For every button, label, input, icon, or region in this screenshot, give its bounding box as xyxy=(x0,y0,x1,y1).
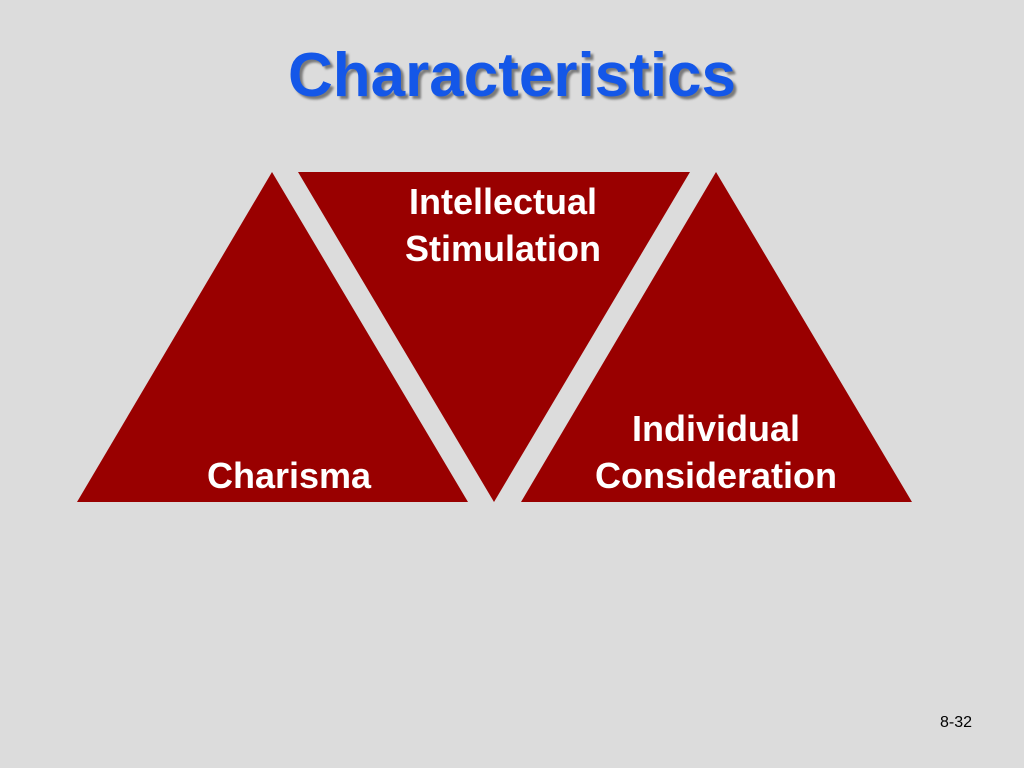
intellectual-stimulation-triangle xyxy=(298,172,690,502)
individual-consideration-label-line2: Consideration xyxy=(595,455,837,496)
charisma-label: Charisma xyxy=(207,455,372,496)
page-number: 8-32 xyxy=(939,714,972,731)
slide-title: Characteristics xyxy=(287,41,737,110)
individual-consideration-triangle xyxy=(521,172,912,502)
intellectual-stimulation-label-line1: Intellectual xyxy=(409,181,597,222)
individual-consideration-label-line1: Individual xyxy=(632,408,800,449)
charisma-triangle xyxy=(77,172,468,502)
intellectual-stimulation-label-line2: Stimulation xyxy=(405,228,601,269)
